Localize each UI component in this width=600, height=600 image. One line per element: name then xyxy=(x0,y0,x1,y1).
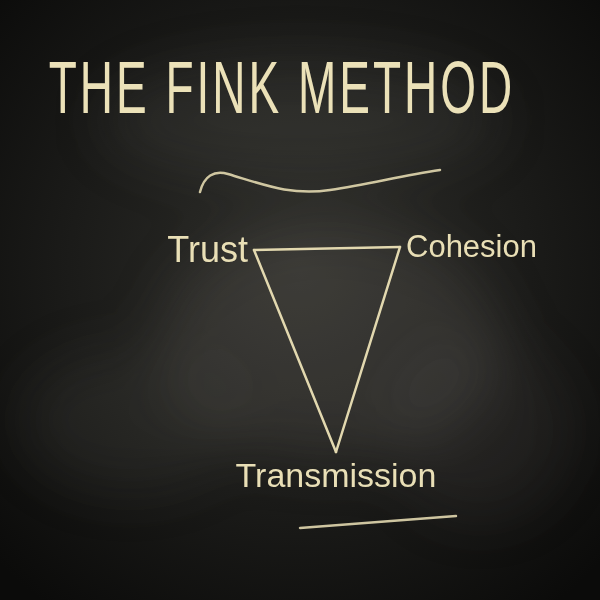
title-underline xyxy=(200,170,440,192)
vertex-label: Cohesion xyxy=(406,229,537,265)
title-text: THE FINK METHOD xyxy=(49,46,516,131)
vertex-label: Trust xyxy=(167,229,248,270)
triangle-side xyxy=(336,247,400,452)
triangle-side xyxy=(254,247,400,250)
vertex-label: Transmission xyxy=(236,456,437,495)
triangle-side xyxy=(254,250,336,452)
word-underline xyxy=(300,516,456,528)
diagram-title: THE FINK METHOD xyxy=(49,62,516,115)
vertex-word: Trust xyxy=(161,225,254,274)
vertex-word: Cohesion xyxy=(400,225,543,269)
vertex-word: Transmission xyxy=(230,452,443,499)
